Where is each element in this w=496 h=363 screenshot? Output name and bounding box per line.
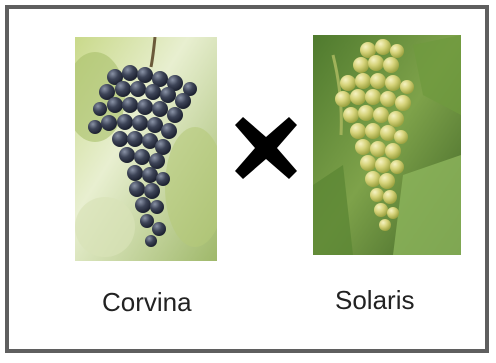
cross-icon <box>231 113 301 183</box>
cross-diagram-frame: Corvina Solaris <box>5 5 489 353</box>
corvina-grape-photo <box>75 37 217 261</box>
corvina-label: Corvina <box>102 289 192 315</box>
solaris-grape-photo <box>313 35 461 255</box>
solaris-label: Solaris <box>335 287 414 313</box>
